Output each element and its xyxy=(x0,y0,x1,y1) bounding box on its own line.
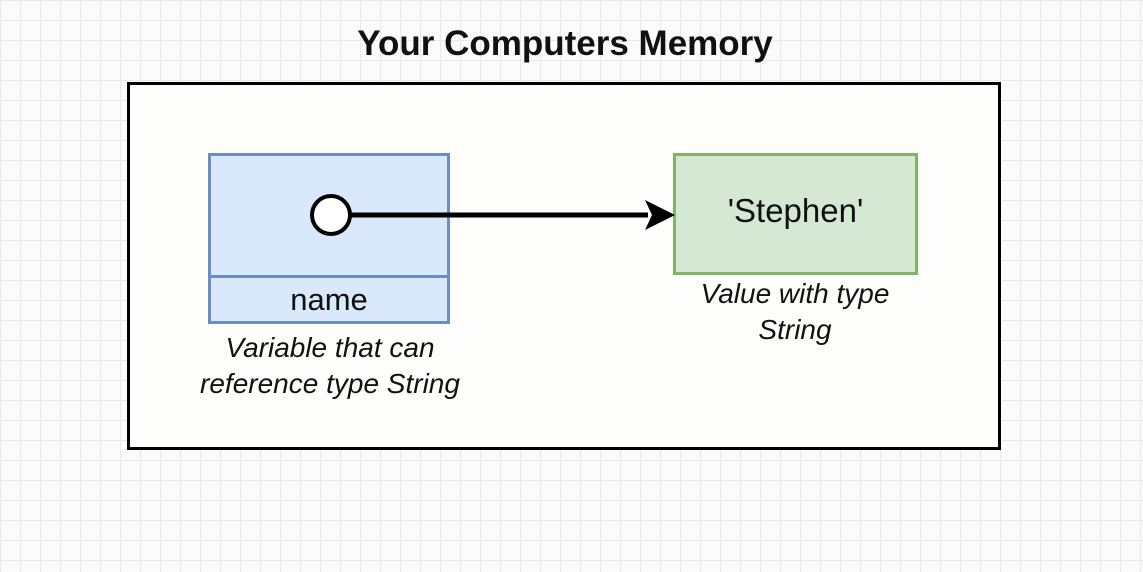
variable-divider xyxy=(211,275,447,278)
value-caption-line-1: Value with type xyxy=(700,278,890,309)
variable-caption: Variable that can reference type String xyxy=(150,330,510,402)
variable-caption-line-1: Variable that can xyxy=(225,332,435,363)
value-text: 'Stephen' xyxy=(727,192,864,229)
value-caption: Value with type String xyxy=(640,276,950,348)
variable-caption-line-2: reference type String xyxy=(200,368,460,399)
value-box: 'Stephen' xyxy=(673,153,918,275)
diagram-title: Your Computers Memory xyxy=(357,24,773,63)
variable-name-label: name xyxy=(290,282,368,317)
variable-box: name xyxy=(208,153,450,324)
value-caption-line-2: String xyxy=(758,314,832,345)
